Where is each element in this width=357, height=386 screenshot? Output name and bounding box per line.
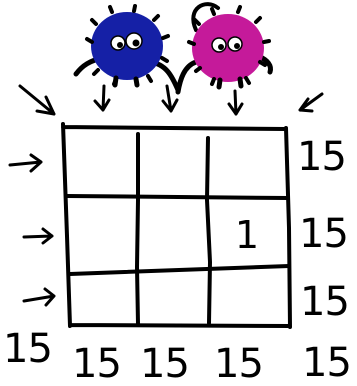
column-sums: 15 15 15 bbox=[72, 341, 263, 386]
grid-col-divider-2 bbox=[207, 138, 210, 323]
arrow-right-icon bbox=[10, 155, 41, 171]
blue-fuzzy-monster-icon bbox=[76, 6, 178, 90]
row-sum-1: 15 bbox=[297, 134, 346, 180]
mascots bbox=[76, 4, 271, 92]
arrow-right-icon bbox=[24, 229, 52, 243]
diagonal-sum-main: 15 bbox=[302, 340, 351, 386]
arrow-diagonal-icon bbox=[300, 94, 322, 111]
pink-fuzzy-monster-icon bbox=[178, 4, 271, 92]
arrow-down-icon bbox=[95, 86, 109, 110]
grid-row-divider-1 bbox=[66, 196, 288, 198]
arrow-down-icon bbox=[163, 86, 177, 111]
column-sum-1: 15 bbox=[72, 341, 121, 386]
column-sum-2: 15 bbox=[140, 341, 189, 386]
arrow-down-icon bbox=[229, 91, 242, 114]
arrow-diagonal-icon bbox=[20, 86, 54, 114]
grid-row-divider-2 bbox=[70, 266, 289, 274]
column-sum-3: 15 bbox=[214, 341, 263, 386]
row-sum-2: 15 bbox=[299, 211, 348, 257]
row-sum-3: 15 bbox=[300, 279, 349, 325]
grid-col-divider-1 bbox=[137, 134, 138, 324]
grid-cell-r2-c3[interactable]: 1 bbox=[235, 213, 259, 257]
diagonal-sum-anti: 15 bbox=[3, 326, 52, 372]
arrow-right-icon bbox=[24, 289, 54, 305]
row-sums: 15 15 15 bbox=[297, 134, 349, 325]
grid-cells: 1 bbox=[235, 213, 259, 257]
